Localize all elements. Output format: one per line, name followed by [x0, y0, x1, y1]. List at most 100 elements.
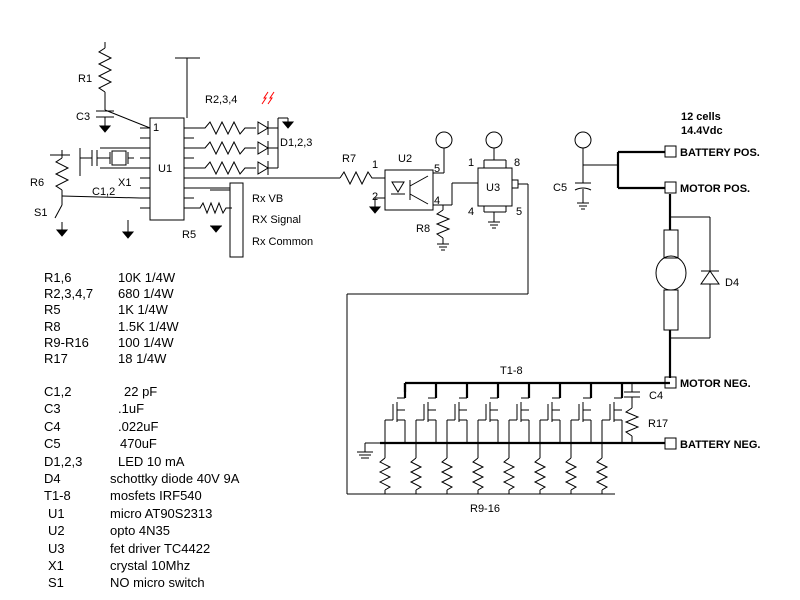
u3-fet-driver: [475, 131, 519, 229]
gate-resistor-r14: [533, 457, 547, 494]
label-d1-d2-d3: D1,2,3: [280, 137, 312, 149]
d1-d2-d3-leds: [257, 117, 295, 175]
bom-value: mosfets IRF540: [110, 488, 202, 504]
gate-resistor-r15: [564, 457, 578, 494]
bom-value: opto 4N35: [110, 523, 170, 539]
label-battery-neg: BATTERY NEG.: [680, 439, 760, 451]
label-u2-pin4: 4: [434, 195, 440, 207]
battery-neg-terminal: [664, 437, 677, 450]
r2-r3-r4-resistors: [194, 120, 256, 176]
bom-row: R17 18 1/4W: [44, 351, 344, 367]
crystal-x1: [100, 147, 140, 169]
label-c5: C5: [553, 182, 567, 194]
r17-resistor: [624, 407, 640, 443]
mosfet-array: [384, 383, 624, 458]
label-c4: C4: [649, 390, 663, 402]
bom-value: 1.5K 1/4W: [118, 318, 179, 334]
r8-resistor: [435, 205, 451, 251]
c5-capacitor: [574, 131, 618, 210]
battery-pos-terminal: [664, 145, 677, 158]
bom-value: .022uF: [118, 418, 159, 434]
bom-row: C1,2 22 pF: [44, 383, 344, 400]
bom-value: LED 10 mA: [118, 453, 185, 469]
bom-ref: T1-8: [44, 488, 71, 504]
bom-ref: C4: [44, 418, 61, 434]
r7-resistor: [339, 170, 385, 186]
bom-row: C4 .022uF: [44, 418, 344, 435]
d4-diode: [670, 216, 720, 339]
motor-pos-terminal: [664, 181, 677, 194]
label-u3-pin1: 1: [468, 157, 474, 169]
gate-resistor-r12: [471, 457, 485, 494]
bom-value: fet driver TC4422: [110, 540, 211, 556]
label-u1: U1: [158, 163, 172, 175]
bom-ref: R2,3,4,7: [44, 286, 94, 302]
label-r2-r3-r4: R2,3,4: [205, 94, 237, 106]
bom-ref: X1: [48, 557, 64, 573]
label-rx-vb: Rx VB: [252, 193, 283, 205]
label-c1-c2: C1,2: [92, 186, 115, 198]
bom-value: 18 1/4W: [118, 350, 167, 366]
gate-resistor-r13: [502, 457, 516, 494]
label-u3: U3: [486, 182, 500, 194]
u1-microcontroller: [149, 117, 185, 221]
r1-resistor: [97, 42, 151, 129]
mosfet-t4: [477, 383, 500, 458]
label-rx-signal: RX Signal: [252, 214, 301, 226]
gate-resistor-array: [378, 457, 609, 494]
label-motor-pos: MOTOR POS.: [680, 183, 750, 195]
bom-ref: C1,2: [44, 384, 72, 399]
bom-value: 1K 1/4W: [118, 302, 168, 318]
motor: [655, 229, 687, 331]
label-r17: R17: [648, 418, 668, 430]
mosfet-t1: [384, 383, 407, 458]
bom-value: 22 pF: [124, 384, 158, 399]
label-d4: D4: [725, 277, 739, 289]
label-r5: R5: [182, 229, 196, 241]
label-rx-common: Rx Common: [252, 236, 313, 248]
u2-optocoupler: [368, 169, 434, 214]
label-r8: R8: [416, 223, 430, 235]
label-voltage: 14.4Vdc: [681, 125, 723, 137]
label-r7: R7: [342, 153, 356, 165]
label-r9-16: R9-16: [470, 503, 500, 515]
bom-ref: C5: [44, 436, 61, 452]
bom-value: micro AT90S2313: [110, 505, 213, 521]
bom-ref: R17: [44, 350, 68, 366]
bom-ref: D1,2,3: [44, 453, 83, 469]
label-r1: R1: [78, 73, 92, 85]
power-bus: [380, 150, 672, 445]
label-u2-pin5: 5: [434, 163, 440, 175]
label-u3-pin5: 5: [516, 206, 522, 218]
u1-pin-leads: [140, 127, 194, 209]
label-u2-pin2: 2: [372, 191, 378, 203]
bom-ref: D4: [44, 470, 61, 486]
bom-row: T1-8 mosfets IRF540: [44, 487, 344, 504]
bom-ref: U2: [48, 523, 65, 539]
mosfet-t8: [601, 383, 624, 458]
label-u2-pin1: 1: [372, 159, 378, 171]
bom-row: D1,2,3 LED 10 mA: [44, 453, 344, 470]
label-cells: 12 cells: [681, 111, 721, 123]
gate-resistor-r10: [409, 457, 423, 494]
c1-c2-capacitors: [79, 148, 106, 176]
label-x1: X1: [118, 177, 131, 189]
s1-switch: [54, 196, 69, 237]
bom-value: .1uF: [118, 401, 145, 417]
gate-resistor-r9: [378, 457, 392, 494]
mosfet-t2: [415, 383, 438, 458]
mosfet-t7: [570, 383, 593, 458]
mosfet-t6: [539, 383, 562, 458]
r6-resistor: [50, 150, 141, 199]
label-r6: R6: [30, 177, 44, 189]
